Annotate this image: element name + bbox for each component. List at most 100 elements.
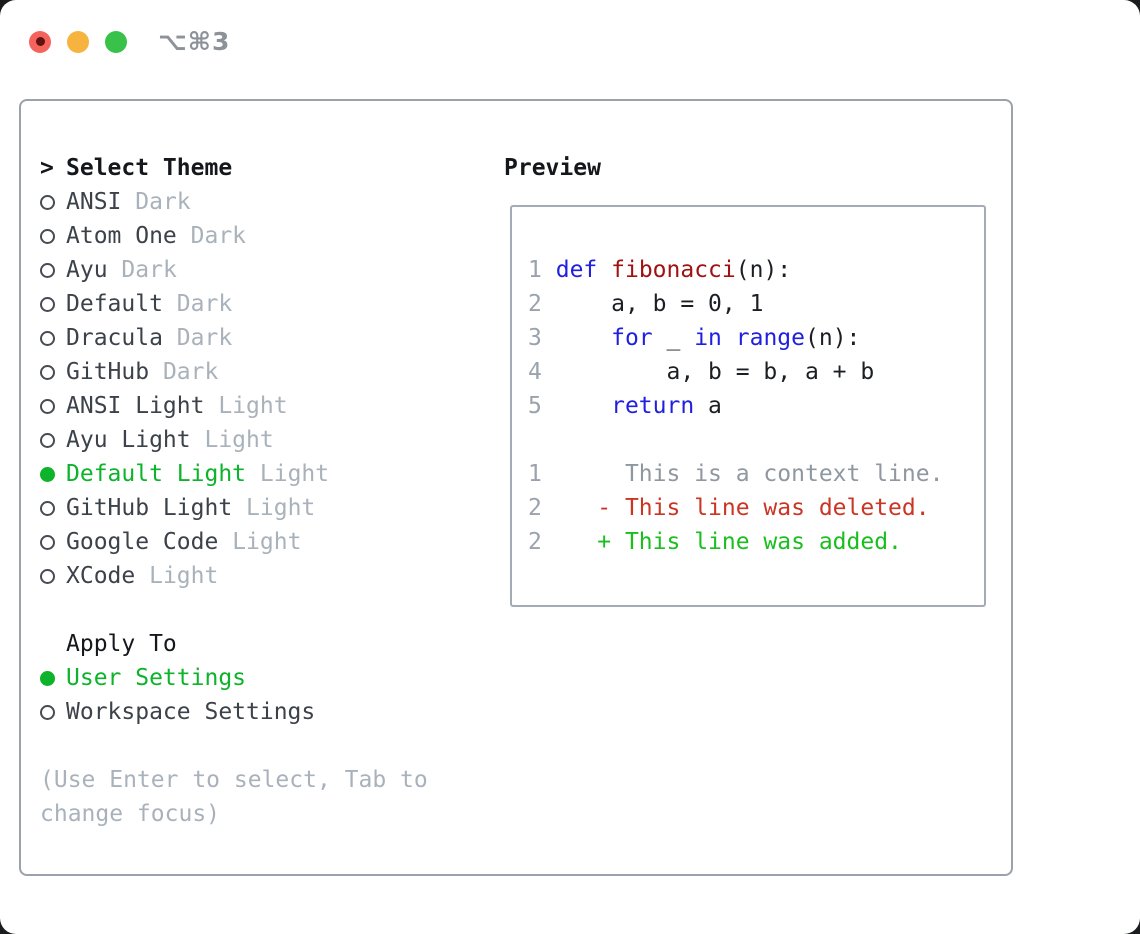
titlebar: ⌥⌘3 (29, 27, 230, 56)
cursor-arrow-icon: > (40, 155, 54, 181)
theme-name: ANSI (66, 189, 122, 215)
code-token: a, b = 0, 1 (555, 291, 764, 317)
radio-icon (40, 296, 66, 312)
code-line: 1 This is a context line. (528, 457, 984, 491)
line-number: 4 (528, 359, 542, 385)
window-shortcut-label: ⌥⌘3 (158, 27, 231, 56)
theme-variant: Dark (176, 291, 233, 317)
theme-option[interactable]: Default Light Light (40, 457, 490, 491)
theme-option[interactable]: Ayu Dark (40, 253, 490, 287)
code-token: This is a context line. (555, 461, 944, 487)
theme-option[interactable]: Atom One Dark (40, 219, 490, 253)
theme-variant: Light (246, 495, 316, 521)
theme-variant: Light (149, 563, 219, 589)
radio-dot (40, 670, 55, 686)
theme-option[interactable]: Google Code Light (40, 525, 490, 559)
line-number: 5 (528, 393, 542, 419)
code-token (597, 257, 611, 283)
theme-name: Dracula (66, 325, 163, 351)
code-token: in (694, 325, 722, 351)
code-token: return (611, 393, 695, 419)
theme-name: GitHub (66, 359, 150, 385)
radio-icon (40, 500, 66, 516)
theme-list-header: > Select Theme (40, 151, 490, 185)
theme-option-label: Default Dark (66, 287, 232, 321)
zoom-button[interactable] (105, 30, 127, 53)
radio-icon (40, 364, 66, 380)
line-number: 1 (528, 461, 542, 487)
theme-variant: Dark (190, 223, 247, 249)
theme-option[interactable]: Dracula Dark (40, 321, 490, 355)
theme-name: Google Code (66, 529, 219, 555)
theme-variant: Dark (121, 257, 177, 283)
radio-icon (40, 398, 66, 414)
radio-icon (40, 194, 66, 210)
line-number: 3 (528, 325, 542, 351)
code-line: 1 def fibonacci(n): (528, 253, 984, 287)
theme-name: GitHub Light (66, 495, 233, 521)
help-text-line: (Use Enter to select, Tab to (40, 767, 428, 793)
radio-ring (40, 194, 55, 210)
code-token: - This line was deleted. (555, 495, 930, 521)
theme-option[interactable]: GitHub Light Light (40, 491, 490, 525)
close-button[interactable] (29, 30, 51, 53)
code-line: 3 for _ in range(n): (528, 321, 984, 355)
theme-option[interactable]: Default Dark (40, 287, 490, 321)
theme-name: Default (66, 291, 163, 317)
theme-name: XCode (66, 563, 136, 589)
theme-option[interactable]: ANSI Light Light (40, 389, 490, 423)
apply-option-label: User Settings (66, 665, 247, 691)
radio-icon (40, 432, 66, 448)
radio-icon (40, 228, 66, 244)
traffic-lights (29, 30, 127, 53)
radio-icon (40, 262, 66, 278)
theme-name: Ayu (66, 257, 108, 283)
theme-option-label: GitHub Dark (66, 355, 218, 389)
code-token: _ (652, 325, 695, 351)
line-number: 2 (528, 529, 542, 555)
radio-icon (40, 704, 66, 720)
theme-option-label: Dracula Dark (66, 321, 232, 355)
close-button-dot (35, 37, 45, 46)
code-token (722, 325, 736, 351)
apply-to-title: Apply To (66, 631, 177, 657)
apply-to-header: Apply To (40, 627, 490, 661)
code-token: + This line was added. (555, 529, 902, 555)
theme-option[interactable]: GitHub Dark (40, 355, 490, 389)
theme-option-label: ANSI Light Light (66, 389, 288, 423)
theme-option[interactable]: XCode Light (40, 559, 490, 593)
apply-option[interactable]: Workspace Settings (40, 695, 490, 729)
radio-ring (40, 568, 55, 584)
theme-option[interactable]: Ayu Light Light (40, 423, 490, 457)
theme-variant: Light (232, 529, 302, 555)
code-line: 2 a, b = 0, 1 (528, 287, 984, 321)
theme-variant: Dark (135, 189, 191, 215)
theme-name: Ayu Light (66, 427, 191, 453)
apply-option[interactable]: User Settings (40, 661, 490, 695)
radio-ring (40, 296, 55, 312)
minimize-button[interactable] (67, 30, 89, 53)
radio-ring (40, 228, 55, 244)
code-token: a (694, 393, 722, 419)
theme-option[interactable]: ANSI Dark (40, 185, 490, 219)
radio-ring (40, 432, 55, 448)
line-number: 2 (528, 495, 542, 521)
theme-option-label: XCode Light (66, 559, 218, 593)
radio-ring (40, 262, 55, 278)
theme-variant: Light (218, 393, 288, 419)
code-token: range (735, 325, 806, 351)
code-line (528, 423, 984, 457)
radio-ring (40, 704, 55, 720)
line-number: 2 (528, 291, 542, 317)
code-token: for (611, 325, 653, 351)
theme-variant: Light (259, 461, 330, 487)
theme-name: Default Light (66, 461, 247, 487)
